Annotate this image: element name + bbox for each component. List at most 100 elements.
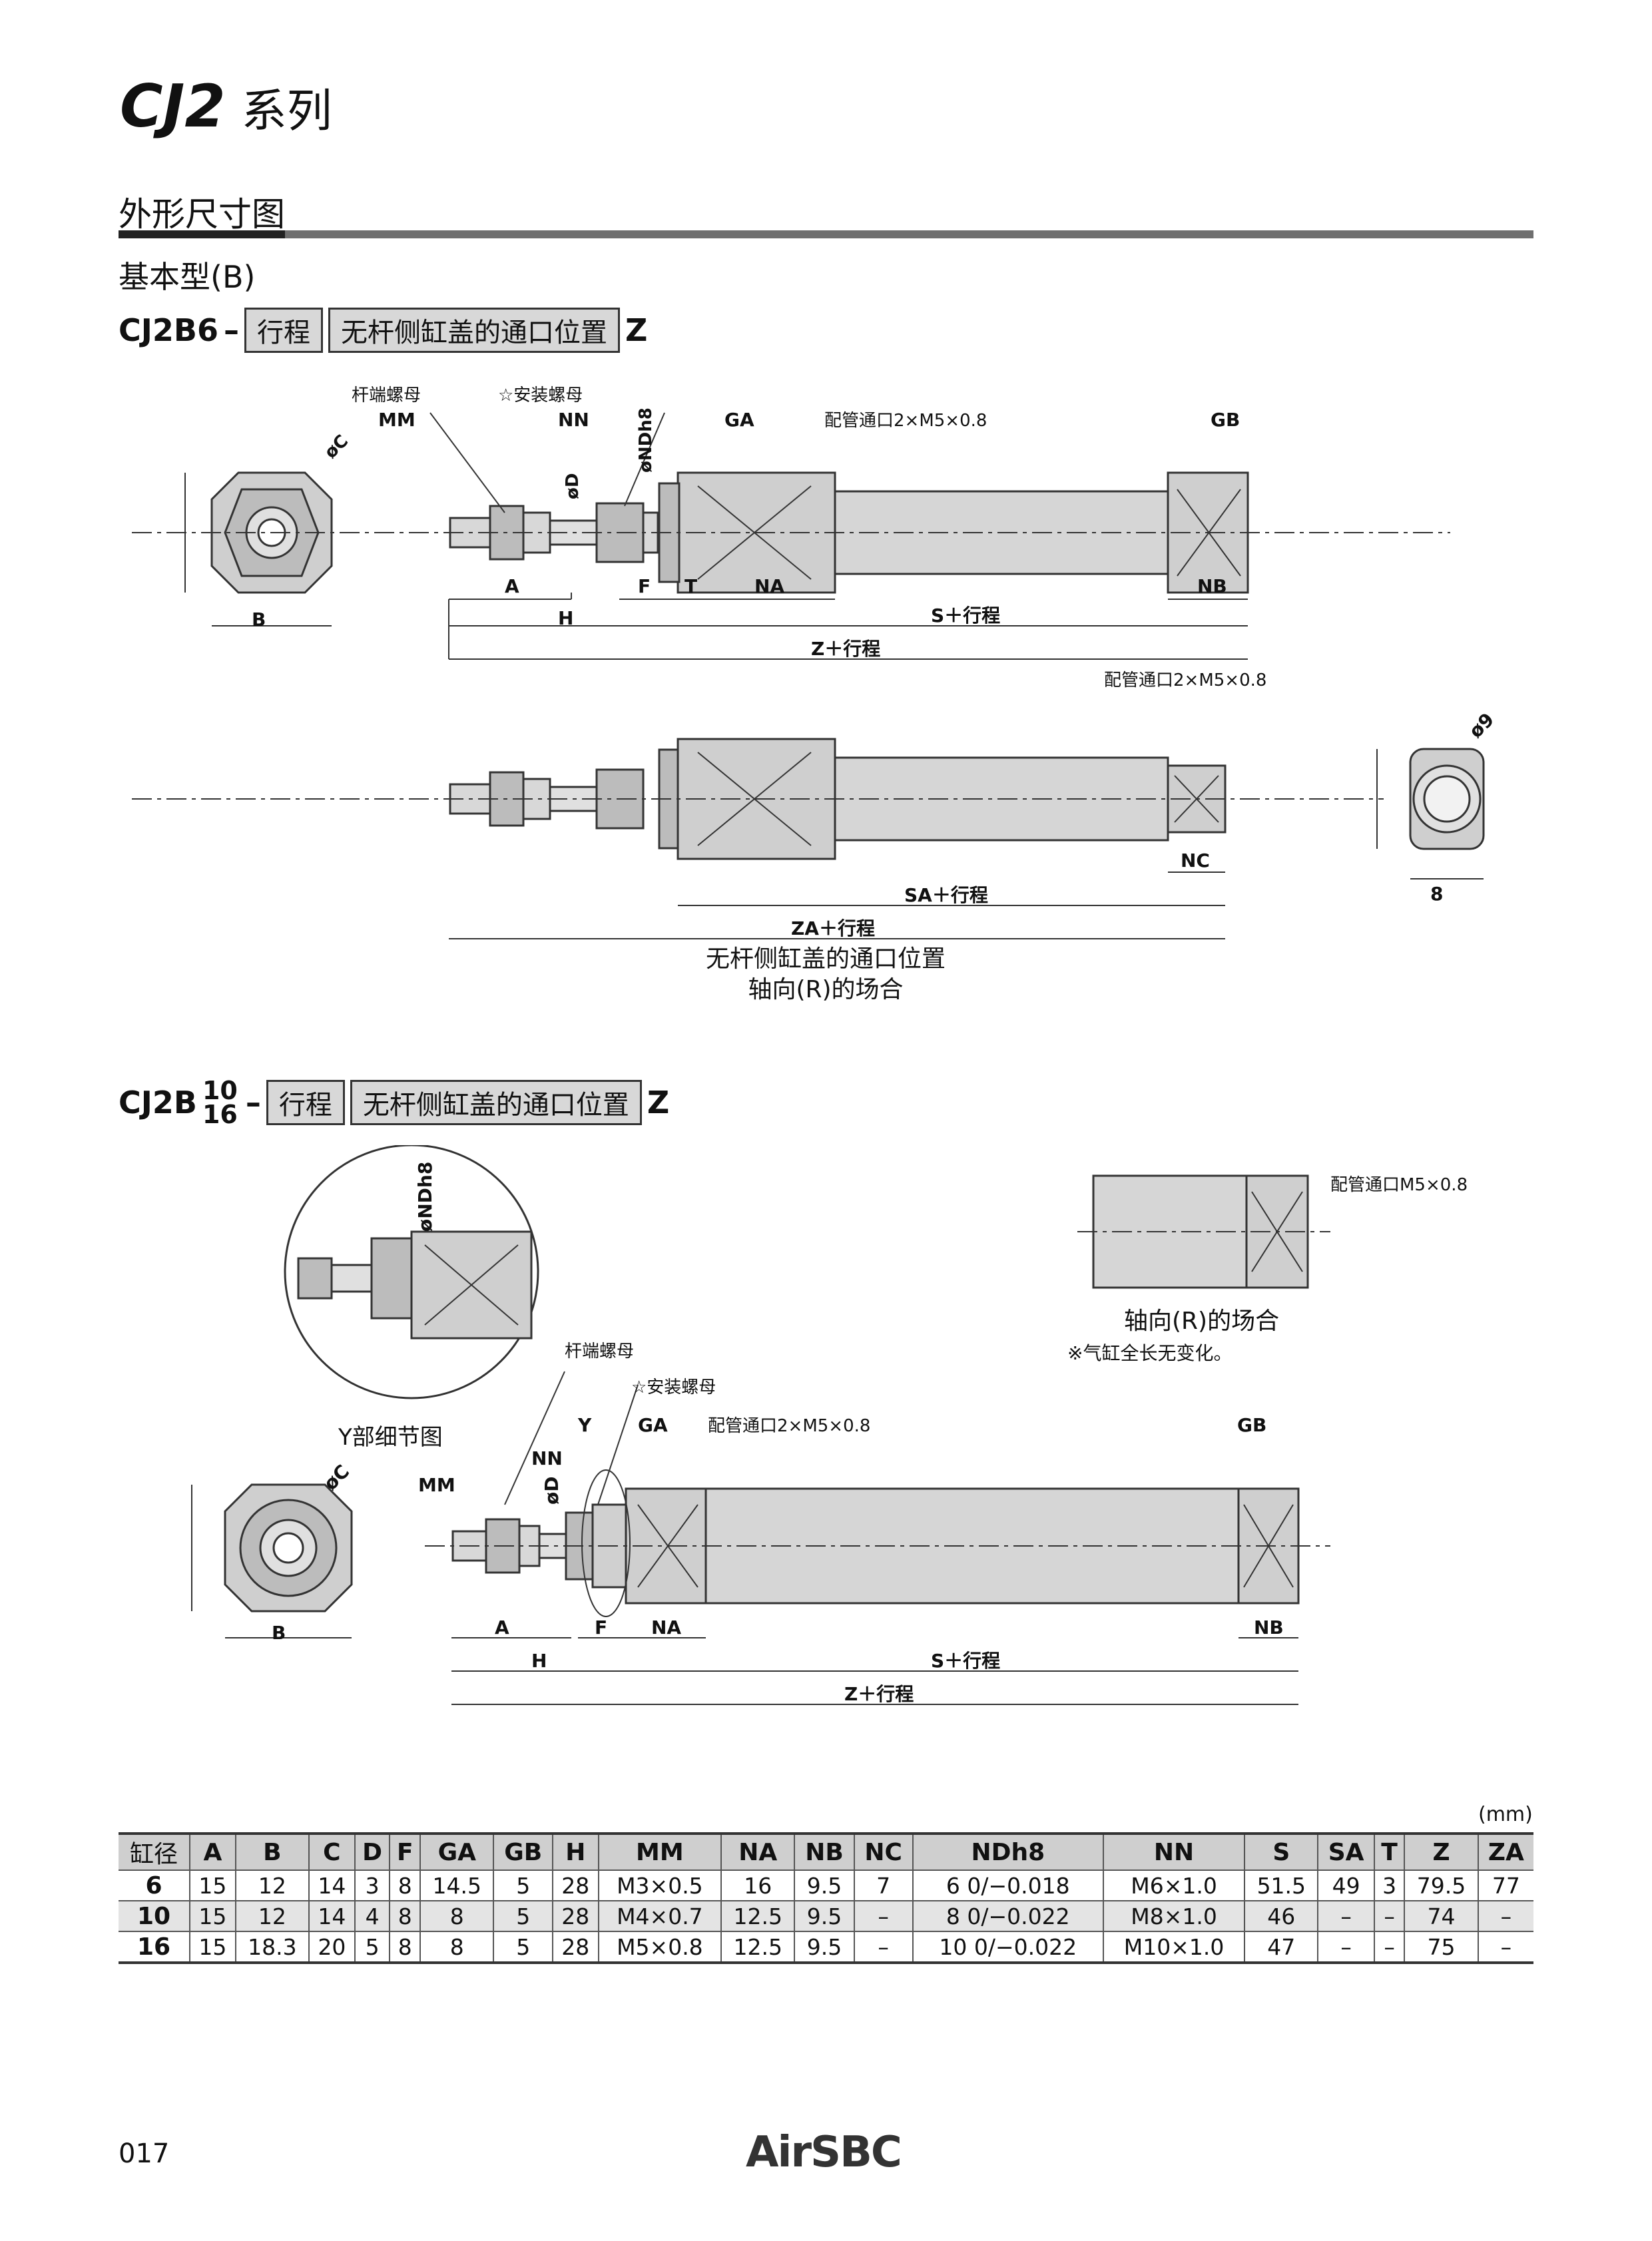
label-C: øC (321, 431, 352, 463)
table-header-cell: T (1374, 1834, 1406, 1870)
table-cell: 16 (721, 1870, 796, 1901)
table-cell: – (854, 1901, 914, 1931)
table-cell: 8 0/−0.022 (912, 1901, 1104, 1931)
section-subtitle: 基本型(B) (119, 259, 256, 295)
label-NDh8-b: øNDh8 (414, 1162, 436, 1232)
label-mount-nut-b: ☆安装螺母 (631, 1377, 716, 1397)
table-header-cell: A (190, 1834, 236, 1870)
label-NN: NN (558, 409, 589, 431)
label-D: øD (563, 473, 583, 499)
table-header-cell: ZA (1488, 1838, 1524, 1866)
table-cell: 20 (309, 1931, 356, 1963)
label-GB: GB (1211, 409, 1240, 431)
dim-SA: SA＋行程 (904, 884, 988, 906)
table-cell: 12 (235, 1901, 310, 1931)
table-cell: – (1374, 1931, 1406, 1963)
table-cell: – (1500, 1933, 1512, 1960)
dim-H: H (558, 607, 573, 629)
label-MM: MM (378, 409, 415, 431)
table-cell: 79.5 (1404, 1870, 1479, 1901)
dim-NA: NA (754, 575, 784, 597)
stroke-box: 行程 (244, 308, 323, 353)
table-cell: M3×0.5 (598, 1870, 722, 1901)
series-name: CJ2 (120, 72, 226, 140)
caption-line-1: 无杆侧缸盖的通口位置 (705, 945, 946, 973)
table-cell: 10 0/−0.022 (912, 1931, 1104, 1963)
table-cell: M6×1.0 (1103, 1870, 1246, 1901)
section-rule (119, 230, 1533, 238)
table-cell: 75 (1404, 1931, 1479, 1963)
table-cell: 28 (552, 1931, 599, 1963)
label-y-detail: Y部细节图 (338, 1424, 443, 1451)
model-prefix: CJ2B (119, 1085, 197, 1120)
caption-axial-b: 轴向(R)的场合 (1124, 1308, 1279, 1335)
dim-NC: NC (1181, 850, 1210, 872)
caption-axial-a: 无杆侧缸盖的通口位置 轴向(R)的场合 (666, 944, 985, 1005)
caption-axial-note: ※气缸全长无变化。 (1067, 1342, 1232, 1364)
table-header-cell: NB (794, 1834, 855, 1870)
label-NDh8: øNDh8 (636, 407, 656, 473)
model-dash: – (245, 1085, 261, 1120)
table-header-cell: Z (1404, 1834, 1479, 1870)
table-cell: M8×1.0 (1103, 1901, 1246, 1931)
label-port-single: 配管通口M5×0.8 (1330, 1175, 1468, 1195)
table-cell: – (1318, 1901, 1375, 1931)
dim-H-b: H (531, 1650, 547, 1672)
table-cell: 28 (552, 1870, 599, 1901)
label-mount-nut: ☆安装螺母 (498, 385, 583, 405)
table-cell: 8 (390, 1870, 421, 1901)
label-phi9: ø9 (1465, 708, 1499, 742)
table-header-cell: NC (854, 1834, 914, 1870)
table-cell: 8 (390, 1901, 421, 1931)
table-header-cell: NA (721, 1834, 796, 1870)
section-title: 外形尺寸图 (119, 195, 285, 234)
model-code-b: CJ2B 10 16 – 行程 无杆侧缸盖的通口位置 Z (119, 1076, 670, 1129)
table-header-cell: C (309, 1834, 356, 1870)
table-cell: 9.5 (794, 1870, 855, 1901)
table-cell: 12 (235, 1870, 310, 1901)
table-cell: 8 (420, 1901, 495, 1931)
label-GA: GA (724, 409, 754, 431)
table-cell: 8 (390, 1931, 421, 1963)
table-cell: 5 (493, 1870, 553, 1901)
table-cell: 28 (552, 1901, 599, 1931)
table-header-cell: 缸径 (119, 1834, 191, 1870)
table-cell: 15 (190, 1901, 236, 1931)
dim-F: F (638, 575, 651, 597)
label-GB-b: GB (1237, 1414, 1266, 1436)
model-suffix: Z (647, 1085, 670, 1120)
table-cell: 16 (119, 1931, 191, 1963)
table-cell: 14.5 (420, 1870, 495, 1901)
table-header-cell: S (1244, 1834, 1319, 1870)
bore-bottom: 16 (202, 1100, 238, 1129)
table-header-cell: H (552, 1834, 599, 1870)
table-header-cell: D (354, 1834, 391, 1870)
table-cell: 9.5 (794, 1901, 855, 1931)
label-D-b: øD (541, 1477, 563, 1505)
table-header-cell: SA (1318, 1834, 1375, 1870)
table-cell: – (1500, 1903, 1512, 1929)
model-prefix: CJ2B6 (119, 312, 218, 348)
table-cell: 14 (309, 1901, 356, 1931)
bore-top: 10 (202, 1076, 238, 1105)
dim-S-b: S＋行程 (931, 1650, 1000, 1672)
table-cell: M5×0.8 (598, 1931, 722, 1963)
table-header-cell: MM (598, 1834, 722, 1870)
table-cell: 7 (854, 1870, 914, 1901)
dim-A: A (505, 575, 519, 597)
dim-T: T (685, 575, 697, 597)
table-header-cell: F (390, 1834, 421, 1870)
label-rod-nut: 杆端螺母 (352, 385, 421, 405)
label-B-b: B (272, 1622, 286, 1644)
dim-S: S＋行程 (931, 605, 1000, 626)
table-cell: – (1374, 1901, 1406, 1931)
table-cell: 12.5 (721, 1931, 796, 1963)
table-cell: – (1318, 1931, 1375, 1963)
caption-line-2: 轴向(R)的场合 (748, 976, 904, 1003)
